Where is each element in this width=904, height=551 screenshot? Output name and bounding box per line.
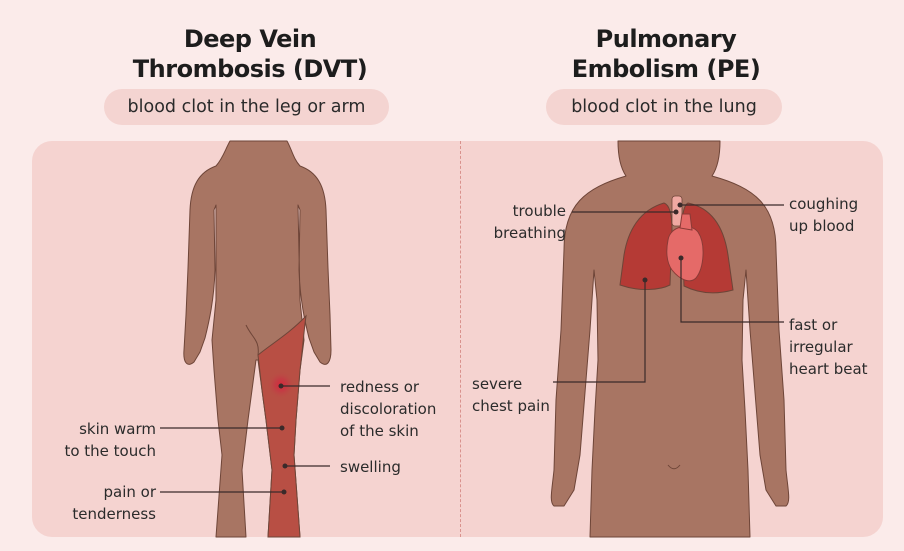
dvt-buttock-line xyxy=(245,324,259,356)
dvt-subtitle: blood clot in the leg or arm xyxy=(104,89,389,125)
pe-label-chest: severe chest pain xyxy=(472,373,550,417)
dvt-label-swelling: swelling xyxy=(340,456,401,478)
label-line: heart beat xyxy=(789,360,868,378)
pe-navel xyxy=(667,464,681,470)
label-line: of the skin xyxy=(340,422,419,440)
label-line: fast or xyxy=(789,316,838,334)
label-line: coughing xyxy=(789,195,859,213)
dvt-label-warm: skin warm to the touch xyxy=(50,418,156,462)
label-line: breathing xyxy=(493,224,566,242)
pe-title-line: Pulmonary xyxy=(595,25,737,53)
label-line: chest pain xyxy=(472,397,550,415)
dvt-title-line: Deep Vein xyxy=(183,25,317,53)
label-line: up blood xyxy=(789,217,855,235)
pe-body-figure xyxy=(550,140,790,538)
label-line: redness or xyxy=(340,378,420,396)
label-line: skin warm xyxy=(79,420,156,438)
pe-leader-lines xyxy=(553,204,784,383)
label-line: swelling xyxy=(340,458,401,476)
label-line: to the touch xyxy=(64,442,156,460)
pe-title-line: Embolism (PE) xyxy=(571,55,761,83)
pe-label-heartbeat: fast or irregular heart beat xyxy=(789,314,868,380)
dvt-body-figure xyxy=(183,140,332,538)
pe-subtitle: blood clot in the lung xyxy=(546,89,782,125)
label-line: discoloration xyxy=(340,400,437,418)
pe-aorta xyxy=(679,213,693,231)
dvt-leader-lines xyxy=(160,385,330,493)
dvt-leader-dots xyxy=(278,383,288,495)
pe-title: Pulmonary Embolism (PE) xyxy=(546,24,786,84)
dvt-title-line: Thrombosis (DVT) xyxy=(132,55,368,83)
pe-label-breathing: trouble breathing xyxy=(470,200,566,244)
dvt-title: Deep Vein Thrombosis (DVT) xyxy=(120,24,380,84)
dvt-label-pain: pain or tenderness xyxy=(50,481,156,525)
panel-divider xyxy=(460,141,461,537)
pe-leader-dots xyxy=(642,202,684,283)
label-line: trouble xyxy=(512,202,566,220)
label-line: tenderness xyxy=(72,505,156,523)
label-line: severe xyxy=(472,375,523,393)
label-line: pain or xyxy=(103,483,157,501)
dvt-label-redness: redness or discoloration of the skin xyxy=(340,376,436,442)
pe-label-coughing: coughing up blood xyxy=(789,193,858,237)
label-line: irregular xyxy=(789,338,853,356)
